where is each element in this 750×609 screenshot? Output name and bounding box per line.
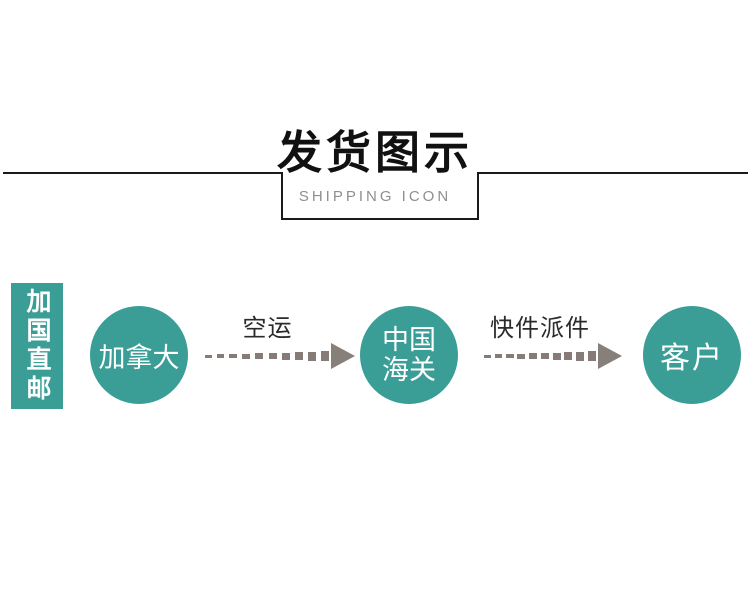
arrowhead-icon xyxy=(331,343,355,369)
flow-arrow-express-delivery: 快件派件 xyxy=(484,315,622,369)
flow-arrow-express-delivery-label: 快件派件 xyxy=(490,315,590,342)
header-notch-box xyxy=(281,172,479,220)
header-rule-right xyxy=(477,172,748,174)
dash-track xyxy=(484,351,596,361)
flow-node-china-customs-line1: 中国 xyxy=(382,325,436,355)
flow-node-canada: 加拿大 xyxy=(90,306,188,404)
page-subtitle: SHIPPING ICON xyxy=(298,188,452,205)
dash-track xyxy=(205,351,329,361)
arrowhead-icon xyxy=(598,343,622,369)
flow-node-china-customs: 中国 海关 xyxy=(360,306,458,404)
flow-arrow-air-freight: 空运 xyxy=(205,315,355,369)
flow-node-china-customs-line2: 海关 xyxy=(382,355,436,385)
page-title: 发货图示 xyxy=(276,127,473,178)
dashed-arrow-icon xyxy=(484,343,622,369)
flow-node-customer-label: 客户 xyxy=(660,342,724,375)
flow-node-customer: 客户 xyxy=(643,306,741,404)
direct-mail-banner-label: 加国直邮 xyxy=(23,288,51,404)
flow-arrow-air-freight-label: 空运 xyxy=(242,315,293,342)
direct-mail-banner: 加国直邮 xyxy=(11,283,63,409)
dashed-arrow-icon xyxy=(205,343,355,369)
flow-node-canada-label: 加拿大 xyxy=(98,342,180,373)
header-rule-left xyxy=(3,172,281,174)
